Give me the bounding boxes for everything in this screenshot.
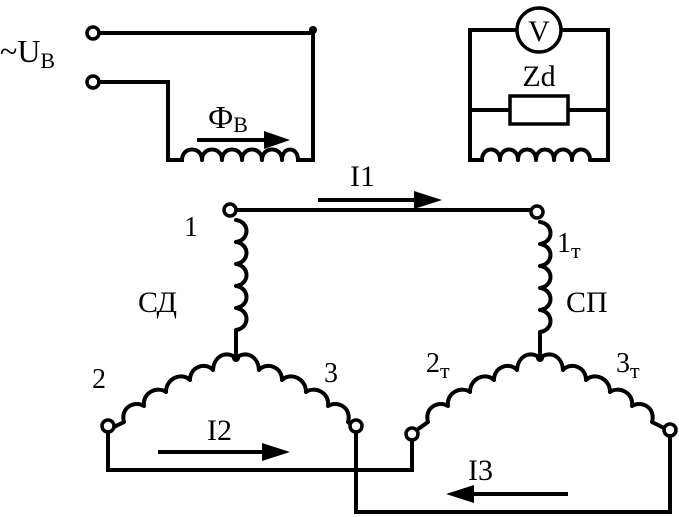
sp-terminal-2-num: 2 (426, 348, 440, 379)
sp-winding-phase-3 (538, 352, 670, 432)
current-2-arrow-head (262, 443, 290, 461)
sp-terminal-1-num: 1 (557, 228, 571, 259)
load-resistor (508, 94, 570, 126)
sp-terminal-2-sub: т (440, 358, 450, 383)
line-1: I1 (233, 160, 539, 212)
supply-label: ~UВ (0, 33, 55, 73)
sd-name-label: СД (138, 286, 177, 319)
sp-terminal-1-label: 1т (557, 228, 581, 263)
receiver-sp: 1т 2т 3т СП (404, 204, 678, 442)
sd-terminal-3-label: 3 (324, 358, 338, 389)
sd-terminal-2-label: 2 (92, 364, 106, 395)
line-3-wire (354, 430, 672, 514)
sp-terminal-1 (529, 204, 545, 220)
sp-terminal-2-label: 2т (426, 348, 450, 383)
flux-label-sub: В (233, 112, 248, 137)
supply-label-sub: В (40, 48, 55, 73)
line-3: I3 (354, 430, 672, 514)
excitation-junction (309, 26, 317, 34)
sd-winding-phase-2 (110, 352, 238, 430)
sp-terminal-3-sub: т (630, 358, 640, 383)
sd-winding-phase-1 (234, 218, 249, 360)
sd-terminal-1-label: 1 (184, 212, 198, 243)
sp-terminal-3-label: 3т (616, 348, 640, 383)
excitation-wire-lower (97, 80, 184, 162)
measure-wire-right (560, 28, 610, 162)
sd-terminal-1 (222, 202, 238, 218)
excitation-wire-upper (97, 31, 315, 162)
sp-name-label: СП (566, 286, 608, 319)
line-2: I2 (106, 414, 414, 472)
voltmeter-label: V (528, 15, 550, 48)
sp-winding-phase-1 (538, 220, 553, 360)
measurement-circuit: V Zd (468, 6, 610, 162)
current-3-arrow-head (446, 485, 474, 503)
current-1-arrow-head (414, 191, 442, 209)
excitation-winding (180, 147, 300, 162)
excitation-circuit: ~UВ ФВ (0, 25, 317, 162)
measure-wire-left (468, 28, 518, 162)
line-2-wire (106, 430, 414, 472)
sd-winding-phase-3 (234, 352, 358, 430)
current-1-label: I1 (350, 160, 375, 193)
supply-label-main: ~U (0, 33, 40, 69)
sp-winding-phase-2 (412, 352, 542, 434)
flux-arrow-head (264, 131, 290, 149)
current-2-label: I2 (207, 414, 232, 447)
flux-label-main: Ф (208, 99, 233, 135)
sp-terminal-1-sub: т (571, 238, 581, 263)
voltmeter (515, 6, 563, 54)
sp-terminal-3-num: 3 (616, 348, 630, 379)
transmitter-sd: 1 2 3 СД (92, 202, 364, 434)
flux-label: ФВ (208, 99, 248, 137)
current-3-label: I3 (468, 454, 493, 487)
measurement-winding (480, 147, 596, 162)
load-label: Zd (522, 60, 555, 93)
